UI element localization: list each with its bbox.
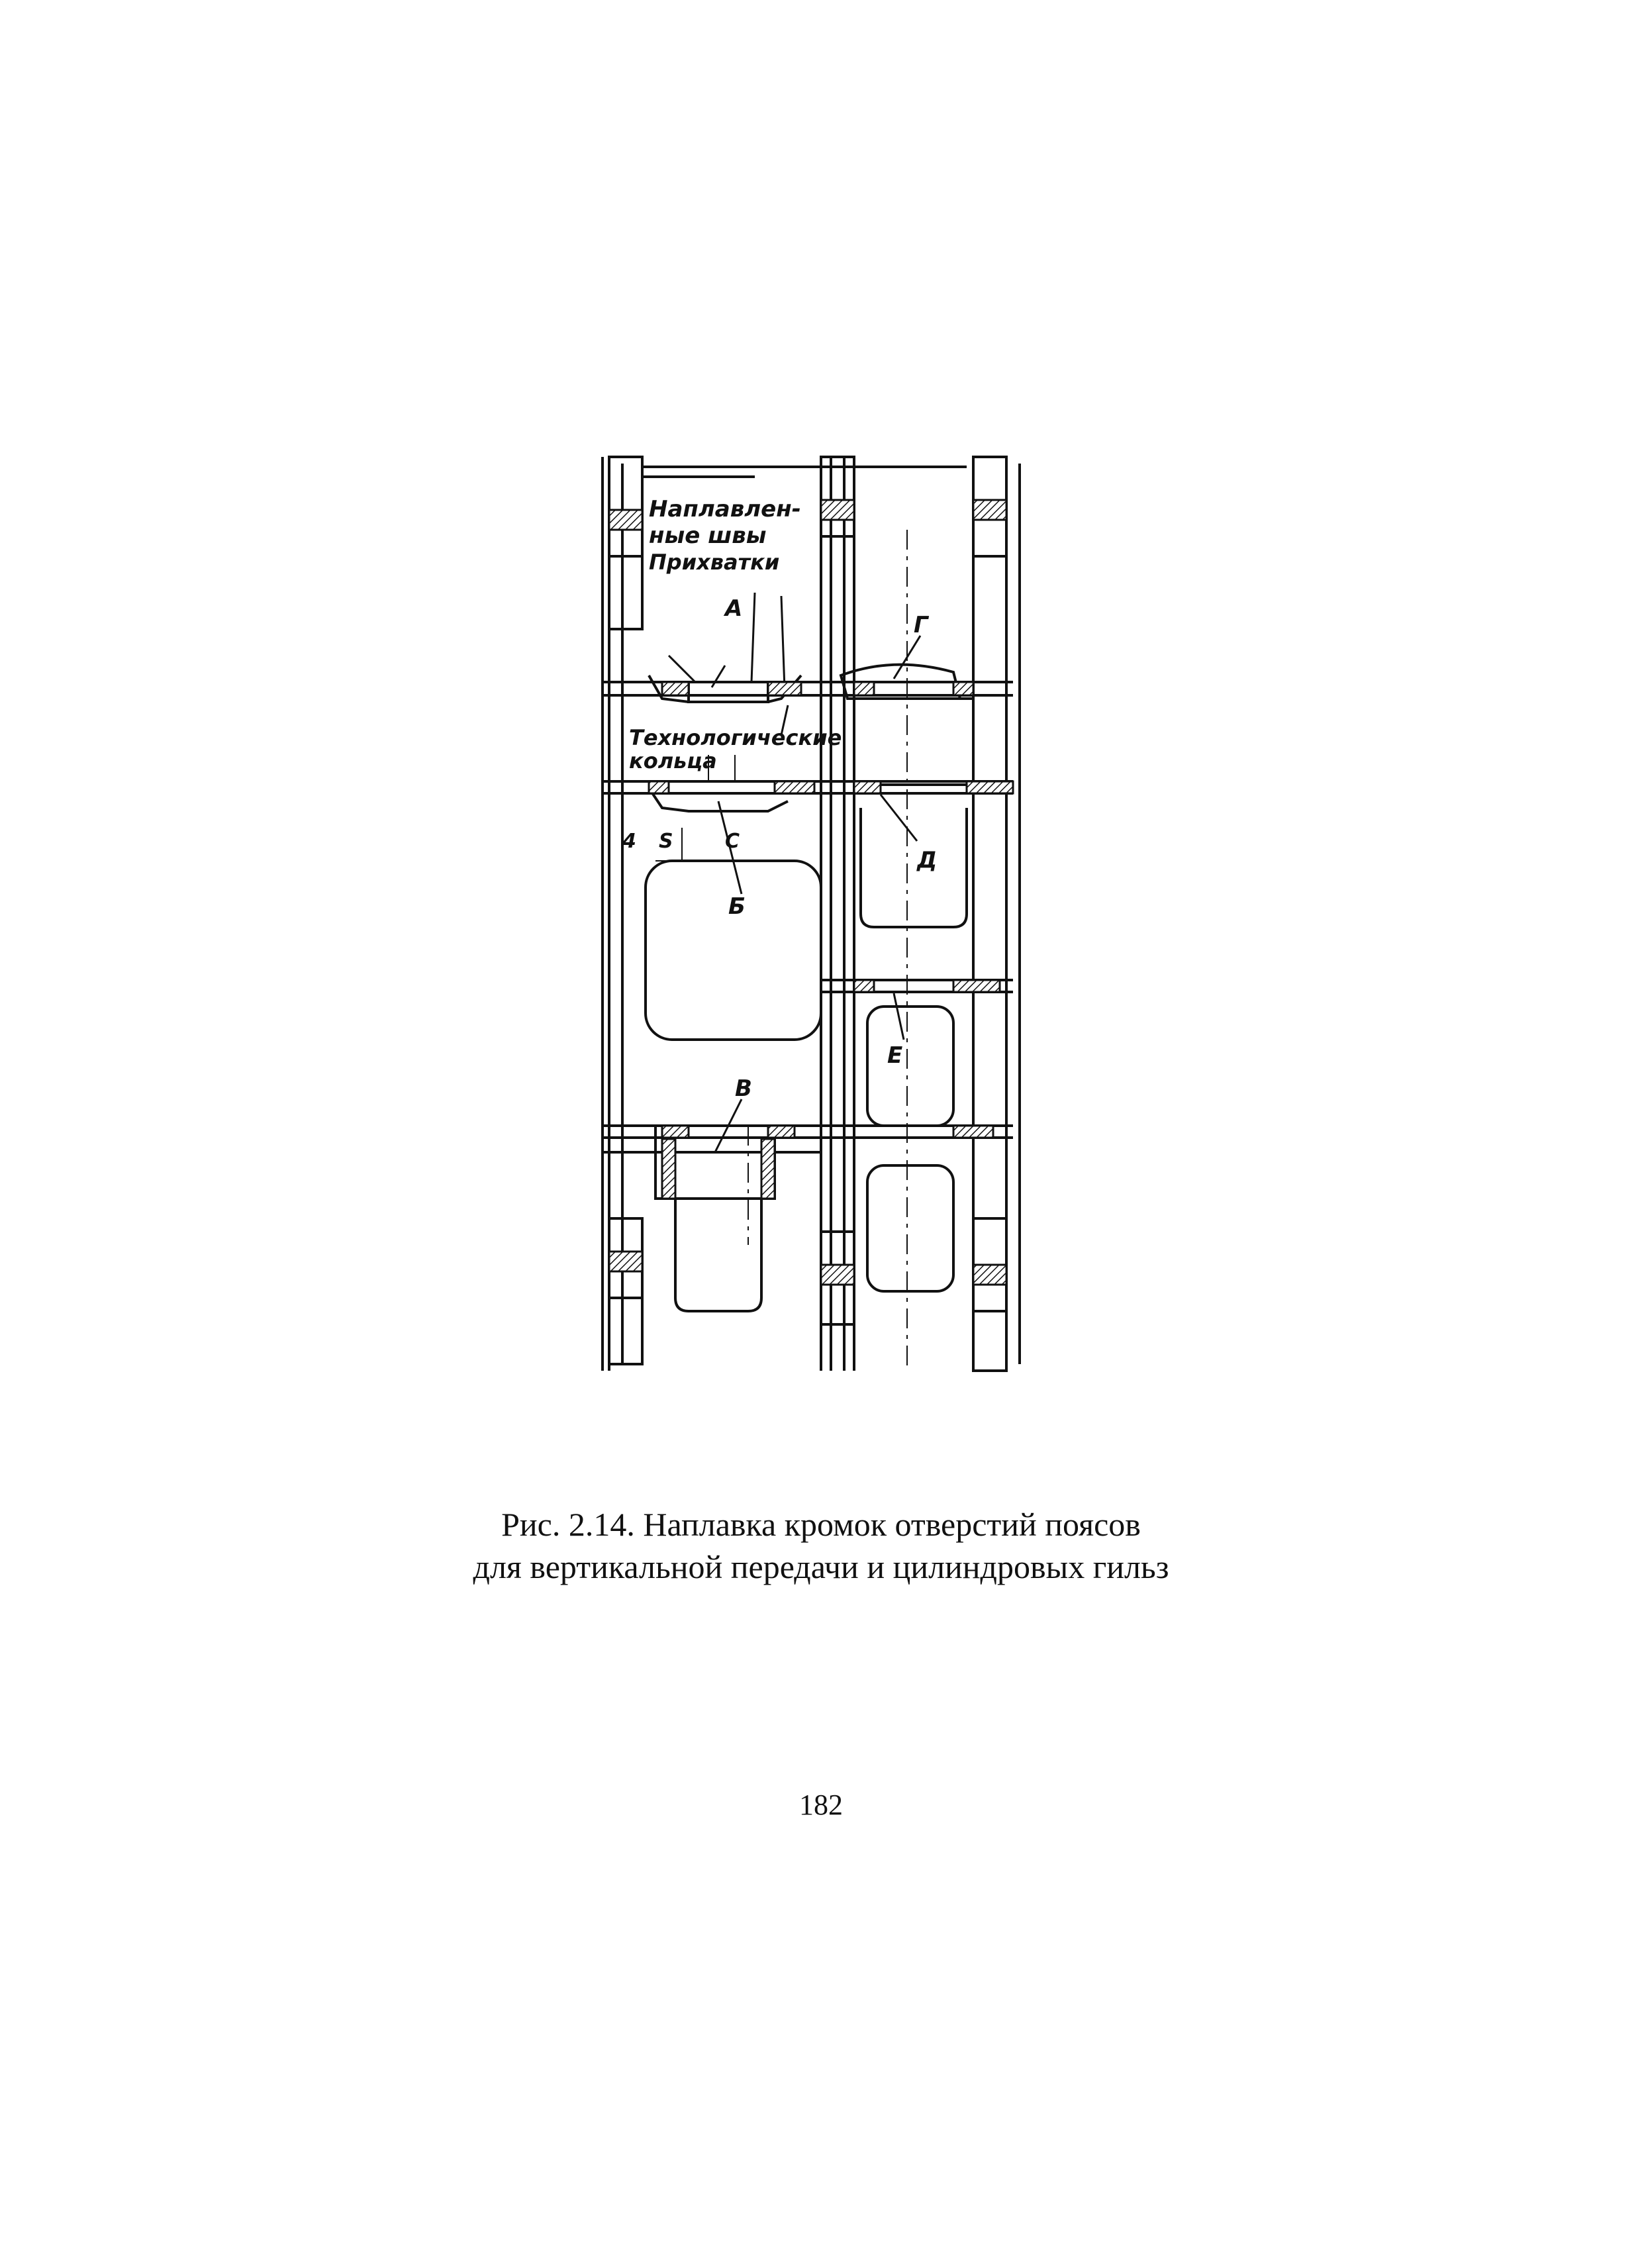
label-s: S	[659, 830, 673, 853]
hatched-welds	[608, 499, 1014, 1286]
label-welded-seams-1: Наплавлен-	[649, 496, 801, 522]
label-tech-rings-2: кольца	[629, 748, 717, 773]
drawing-svg: Наплавлен- ные швы Прихватки А Г Техноло…	[601, 456, 1021, 1372]
label-d: Д	[916, 847, 937, 873]
label-e: Е	[887, 1042, 902, 1069]
label-c: С	[725, 830, 740, 853]
label-b: Б	[728, 893, 746, 920]
page-number: 182	[799, 1789, 843, 1821]
frame-lines	[601, 456, 1021, 1372]
label-4: 4	[622, 830, 636, 853]
label-tech-rings-1: Технологические	[629, 725, 842, 750]
figure-caption: Рис. 2.14. Наплавка кромок отверстий поя…	[0, 1503, 1642, 1588]
technical-drawing: Наплавлен- ные швы Прихватки А Г Техноло…	[583, 437, 1046, 1384]
label-tack-welds: Прихватки	[649, 550, 779, 575]
label-a: А	[723, 595, 742, 622]
caption-line-1: Рис. 2.14. Наплавка кромок отверстий поя…	[501, 1506, 1141, 1543]
caption-line-2: для вертикальной передачи и цилиндровых …	[473, 1548, 1169, 1585]
label-v: В	[735, 1075, 752, 1102]
label-g: Г	[914, 612, 930, 638]
drawing-labels: Наплавлен- ные швы Прихватки А Г Техноло…	[622, 496, 937, 1102]
label-welded-seams-2: ные швы	[649, 522, 767, 549]
